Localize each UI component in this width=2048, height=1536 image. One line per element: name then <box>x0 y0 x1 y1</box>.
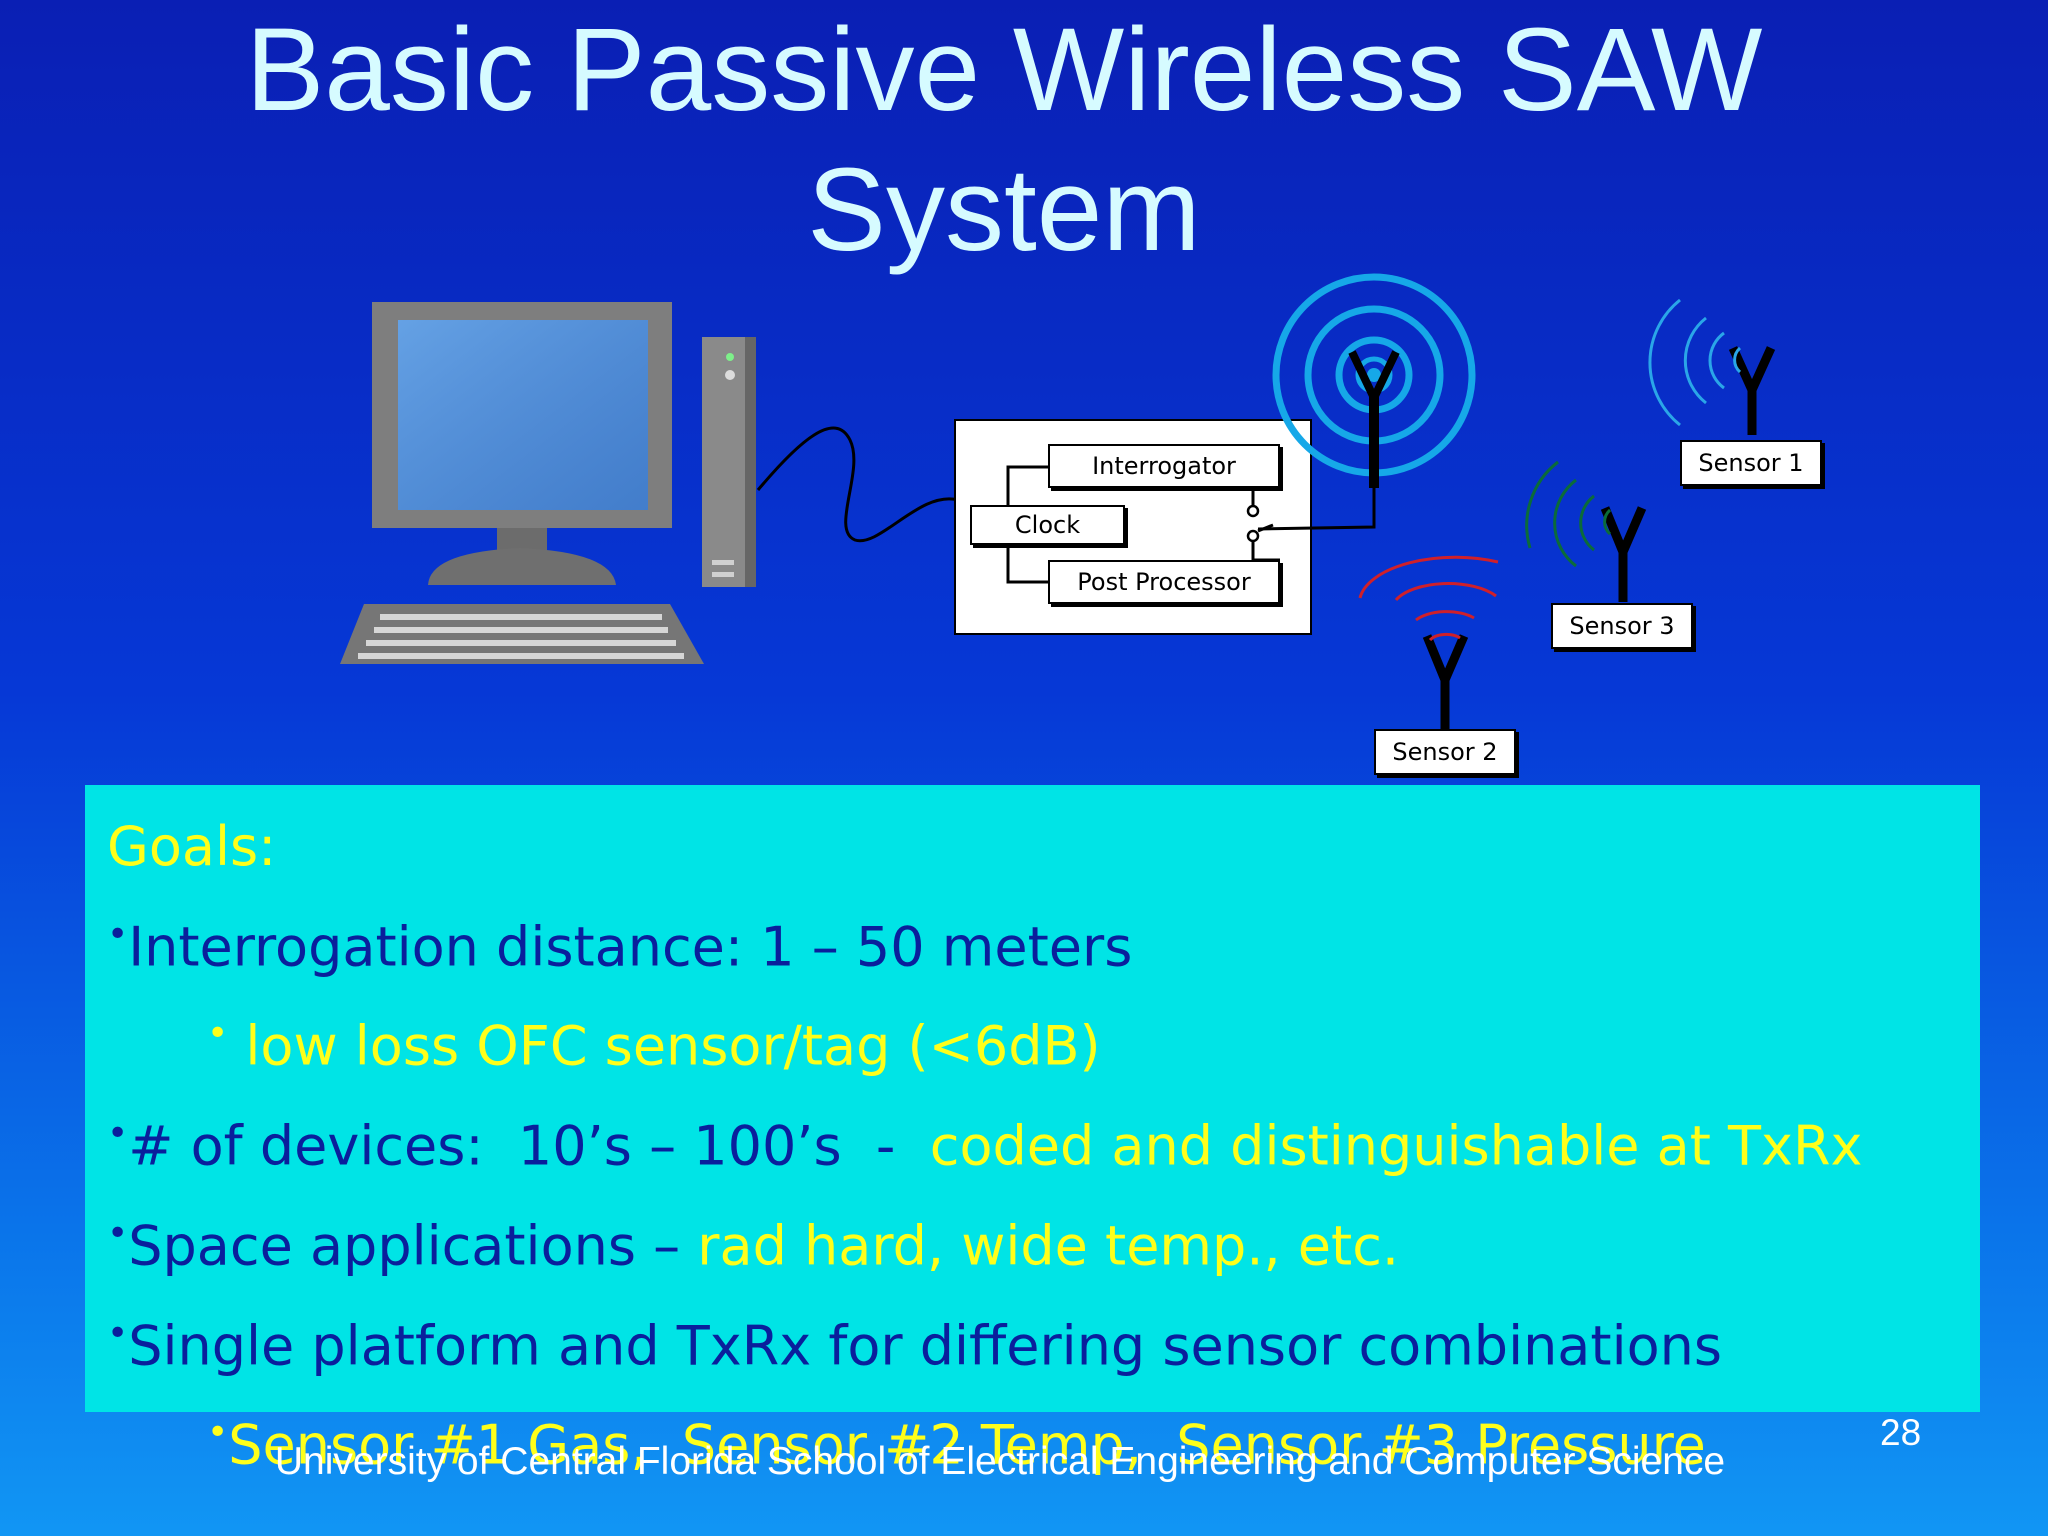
goal-highlight: rad hard, wide temp., etc. <box>697 1214 1400 1277</box>
saw-system-diagram <box>340 273 1776 730</box>
page-number: 28 <box>1880 1412 1922 1453</box>
interrogator-label: Interrogator <box>1092 452 1236 480</box>
slide-title: Basic Passive Wireless SAW System <box>0 0 2008 280</box>
data-cable <box>756 426 959 543</box>
goal-text: # of devices: 10’s – 100’s - <box>128 1114 930 1178</box>
post-processor-label: Post Processor <box>1077 568 1251 596</box>
goal-highlight: coded and distinguishable at TxRx <box>929 1114 1863 1178</box>
sensor-2-label: Sensor 2 <box>1392 738 1498 766</box>
goals-panel: Goals: •Interrogation distance: 1 – 50 m… <box>85 785 1980 1477</box>
goal-text: Sensor #1 Gas, Sensor #2 Temp, Sensor #3… <box>228 1413 1706 1477</box>
keyboard-icon <box>340 604 704 664</box>
post-processor-box: Post Processor <box>1048 560 1280 604</box>
sensor-3-antenna-icon <box>1525 460 1647 602</box>
sensor-1-label: Sensor 1 <box>1698 449 1804 477</box>
sensor-1-antenna-icon <box>1648 298 1776 435</box>
slide-title-line1: Basic Passive Wireless SAW <box>245 4 1763 136</box>
clock-label: Clock <box>1014 511 1081 539</box>
sensor-1-box: Sensor 1 <box>1680 440 1822 486</box>
sensor-3-box: Sensor 3 <box>1551 603 1693 649</box>
goals-heading: Goals: <box>107 815 277 878</box>
bullet: • <box>107 1312 129 1354</box>
goal-text: Interrogation distance: 1 – 50 meters <box>128 914 1133 978</box>
computer-tower-icon <box>702 337 756 587</box>
slide-footer: University of Central Florida School of … <box>274 1440 1726 1483</box>
goal-item: •# of devices: 10’s – 100’s - coded and … <box>107 1090 1958 1190</box>
clock-box: Clock <box>970 505 1125 545</box>
bullet: • <box>107 1113 129 1154</box>
slide-title-line2: System <box>807 144 1201 276</box>
sensor-2-box: Sensor 2 <box>1374 729 1516 775</box>
transmit-antenna-icon <box>1272 273 1476 488</box>
goal-item: •Space applications – rad hard, wide tem… <box>107 1190 1958 1290</box>
bullet: • <box>107 913 129 955</box>
bullet: • <box>107 1212 129 1254</box>
computer-monitor-icon <box>372 302 672 585</box>
goal-text: Space applications – <box>128 1214 698 1277</box>
interrogator-box: Interrogator <box>1048 444 1280 488</box>
sensor-2-antenna-icon <box>1358 555 1499 730</box>
bullet: • <box>207 1013 229 1055</box>
goal-item: •Interrogation distance: 1 – 50 meters <box>107 891 1958 991</box>
goal-item: •Single platform and TxRx for differing … <box>107 1290 1958 1390</box>
bullet: • <box>207 1412 229 1454</box>
goal-subitem: • low loss OFC sensor/tag (<6dB) <box>107 990 1958 1090</box>
goal-text: Single platform and TxRx for differing s… <box>128 1313 1722 1377</box>
goal-subitem: •Sensor #1 Gas, Sensor #2 Temp, Sensor #… <box>107 1389 1958 1489</box>
goal-text: low loss OFC sensor/tag (<6dB) <box>245 1014 1101 1078</box>
sensor-3-label: Sensor 3 <box>1569 612 1675 640</box>
